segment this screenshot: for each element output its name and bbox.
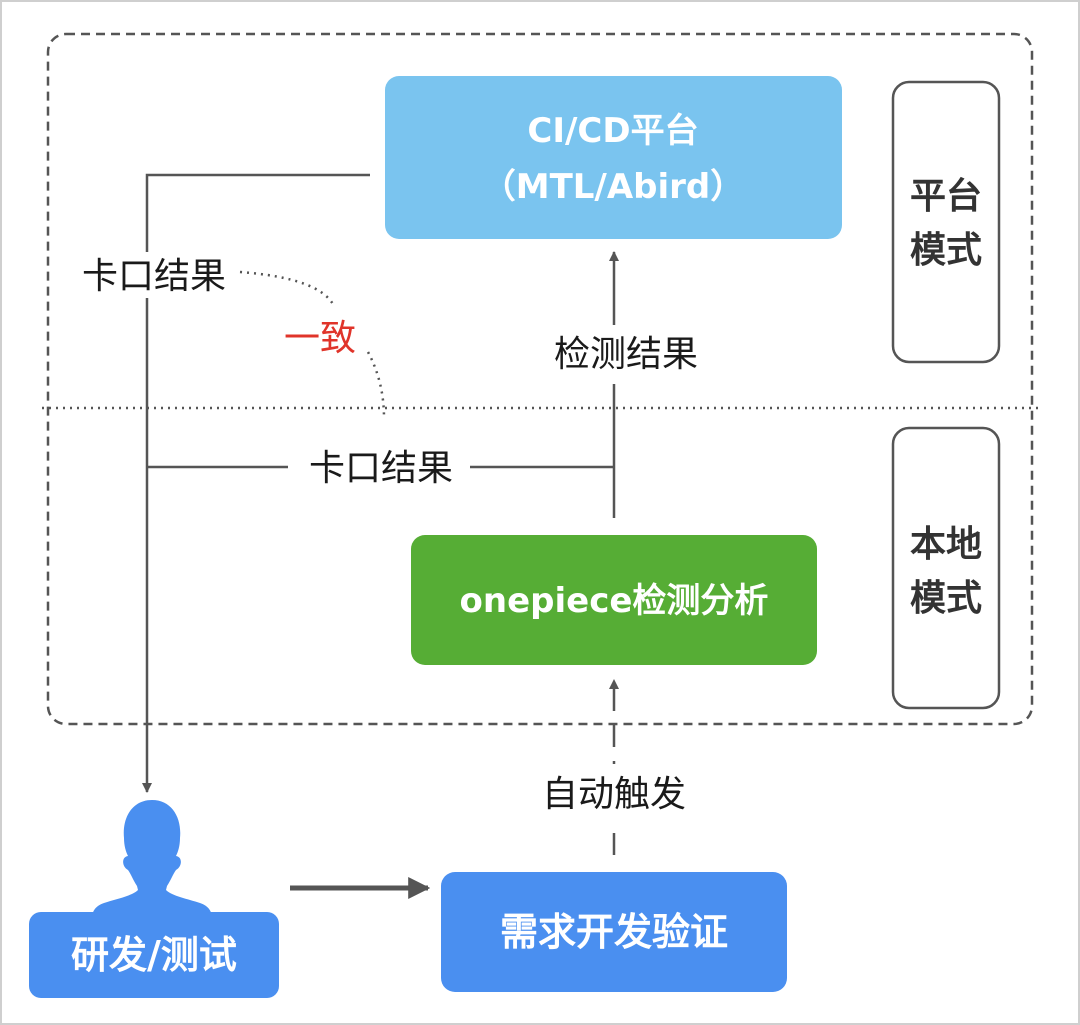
- consistency-curve-bottom: [366, 351, 386, 419]
- ci-platform-subtitle: （MTL/Abird）: [482, 167, 745, 207]
- dev-validation-title: 需求开发验证: [500, 910, 728, 954]
- platform-mode-line2: 模式: [910, 230, 982, 271]
- person-icon: [92, 800, 212, 918]
- person-label: 研发/测试: [71, 933, 237, 977]
- ci-platform-title: CI/CD平台: [527, 111, 698, 151]
- consistency-curve-top: [239, 270, 336, 307]
- onepiece-title: onepiece检测分析: [460, 581, 769, 621]
- local-mode-line2: 模式: [910, 578, 982, 619]
- local-mode-line1: 本地: [910, 524, 982, 565]
- ci-platform-box: CI/CD平台 （MTL/Abird）: [385, 76, 842, 239]
- auto-trigger-label-bg: [528, 764, 700, 824]
- dev-validation-box: 需求开发验证: [441, 872, 787, 992]
- ci-result-connector: [145, 173, 370, 252]
- onepiece-box: onepiece检测分析: [411, 535, 817, 665]
- auto-trigger-label: 自动触发: [542, 774, 686, 815]
- platform-mode-line1: 平台: [910, 176, 982, 217]
- gate-result-label-mid: 卡口结果: [309, 448, 453, 489]
- dashed-container: [46, 32, 1034, 726]
- platform-mode-box: 平台 模式: [891, 80, 1001, 364]
- consistent-label: 一致: [284, 318, 356, 359]
- local-mode-box: 本地 模式: [891, 426, 1001, 710]
- gate-result-label-top: 卡口结果: [82, 256, 226, 297]
- person-label-box: 研发/测试: [29, 912, 279, 998]
- detect-result-label: 检测结果: [554, 334, 698, 375]
